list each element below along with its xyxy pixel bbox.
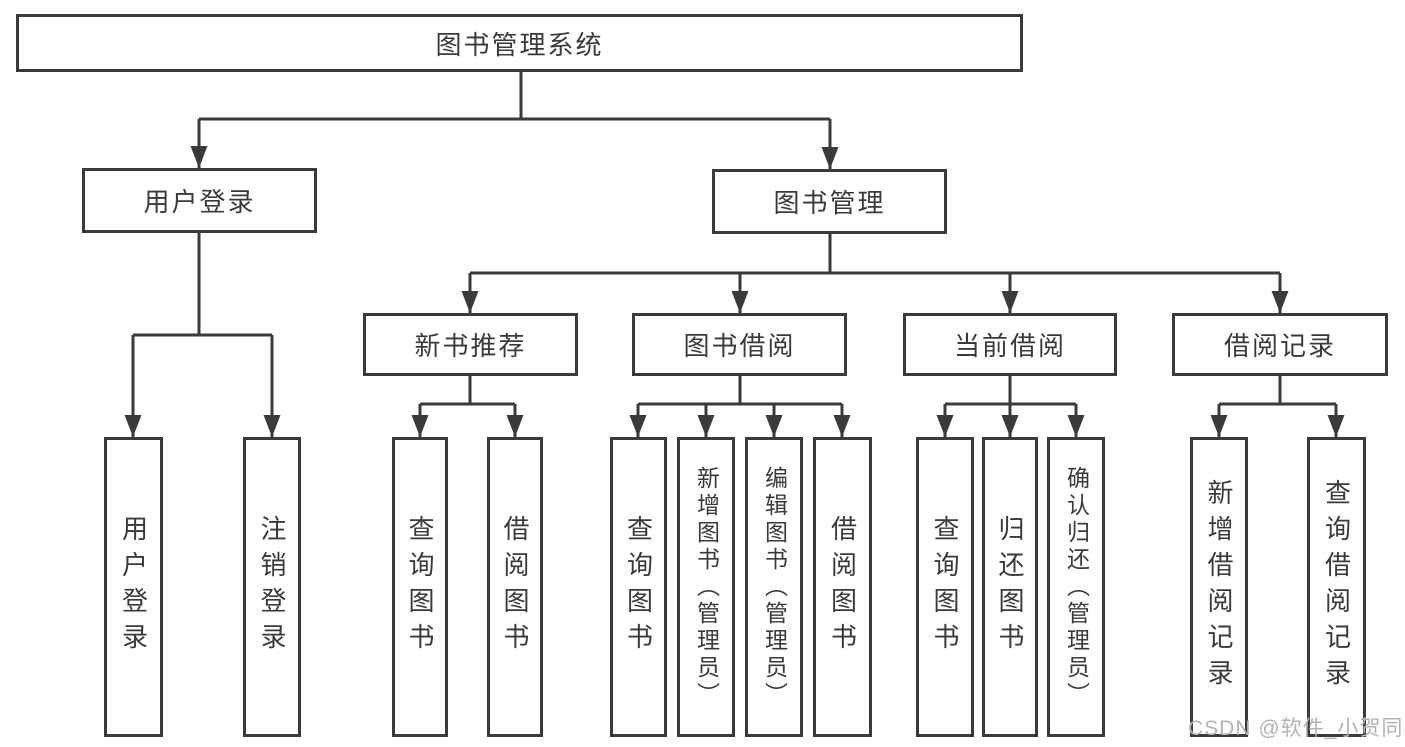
node-book-management-label: 图书管理 [773, 188, 886, 218]
watermark: CSDN @软件_小贺同学 [1188, 717, 1405, 740]
node-borrow-records-label: 借阅记录 [1223, 331, 1336, 361]
node-new-book-recommend: 新书推荐 [363, 313, 578, 376]
leaf-current-confirm-return-label: 确认归还（管理员） [1063, 465, 1090, 709]
node-user-login: 用户登录 [82, 168, 317, 233]
leaf-recommend-borrow-book-label: 借阅图书 [500, 515, 530, 659]
leaf-borrow-borrow-book: 借阅图书 [813, 437, 872, 737]
leaf-user-login: 用户登录 [104, 437, 163, 737]
leaf-current-return-book-label: 归还图书 [995, 515, 1025, 659]
leaf-borrow-borrow-book-label: 借阅图书 [827, 515, 858, 659]
node-borrow-records: 借阅记录 [1172, 313, 1388, 376]
node-root-label: 图书管理系统 [435, 29, 604, 60]
leaf-borrow-edit-book: 编辑图书（管理员） [745, 437, 803, 737]
leaf-recommend-query-book-label: 查询图书 [405, 515, 435, 659]
leaf-borrow-query-book: 查询图书 [610, 437, 667, 737]
leaf-logout-label: 注销登录 [257, 515, 287, 659]
node-new-book-recommend-label: 新书推荐 [414, 331, 527, 361]
leaf-current-return-book: 归还图书 [982, 437, 1038, 737]
leaf-records-query-record-label: 查询借阅记录 [1321, 479, 1352, 695]
leaf-recommend-borrow-book: 借阅图书 [487, 437, 543, 737]
leaf-current-query-book: 查询图书 [916, 437, 974, 737]
node-book-management: 图书管理 [712, 169, 947, 234]
node-current-borrow-label: 当前借阅 [953, 331, 1066, 361]
leaf-records-query-record: 查询借阅记录 [1307, 437, 1366, 737]
leaf-borrow-edit-book-label: 编辑图书（管理员） [761, 465, 788, 709]
leaf-current-confirm-return: 确认归还（管理员） [1047, 437, 1105, 737]
node-root: 图书管理系统 [16, 14, 1023, 72]
leaf-user-login-label: 用户登录 [118, 515, 149, 659]
leaf-records-add-record-label: 新增借阅记录 [1204, 479, 1234, 695]
leaf-borrow-add-book: 新增图书（管理员） [677, 437, 735, 737]
node-current-borrow: 当前借阅 [903, 313, 1117, 376]
leaf-recommend-query-book: 查询图书 [392, 437, 448, 737]
leaf-borrow-query-book-label: 查询图书 [623, 515, 654, 659]
leaf-records-add-record: 新增借阅记录 [1190, 437, 1248, 737]
node-book-borrow: 图书借阅 [632, 313, 847, 376]
node-book-borrow-label: 图书借阅 [683, 331, 796, 361]
leaf-borrow-add-book-label: 新增图书（管理员） [693, 465, 720, 709]
leaf-current-query-book-label: 查询图书 [930, 515, 960, 659]
leaf-logout: 注销登录 [243, 437, 301, 737]
node-user-login-label: 用户登录 [143, 187, 256, 217]
